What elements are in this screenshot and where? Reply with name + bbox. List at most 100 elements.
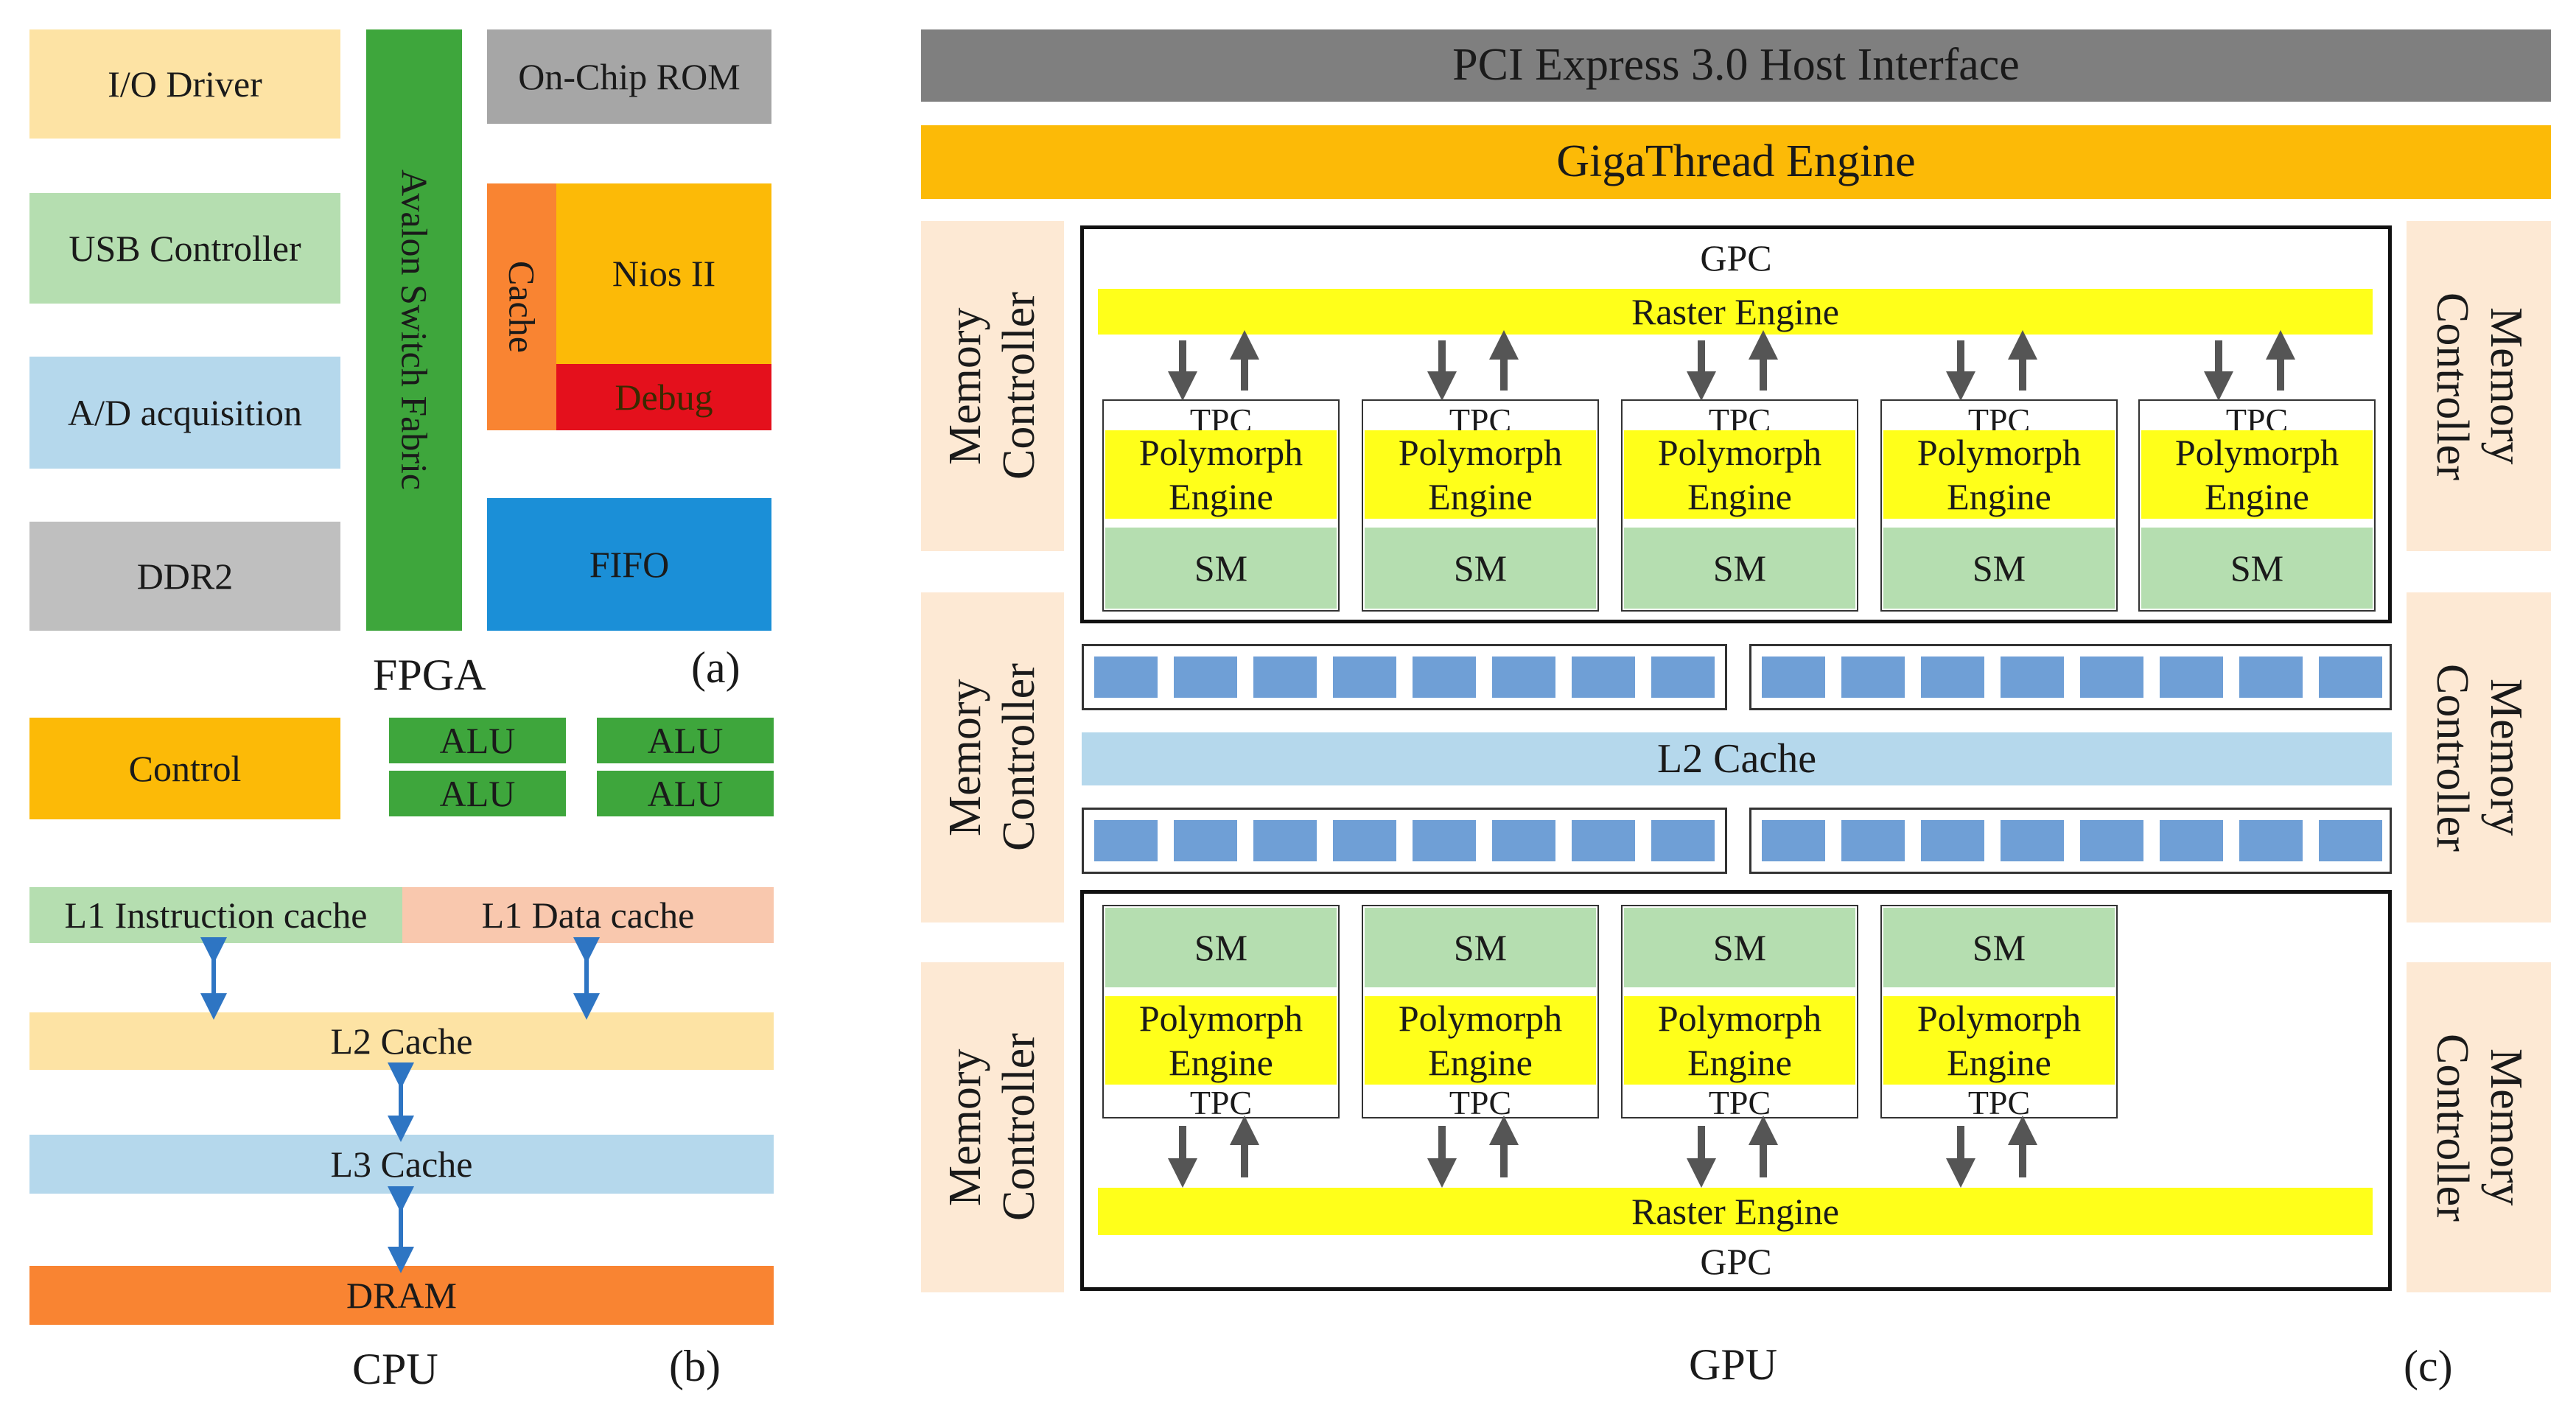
dram-block: DRAM — [29, 1266, 774, 1325]
control-block: Control — [29, 718, 340, 819]
cpu-caption: CPU — [352, 1345, 438, 1393]
on-chip-rom-block: On-Chip ROM — [487, 29, 771, 124]
nios-ii-block: Nios II — [556, 183, 771, 364]
polymorph-engine: Polymorph Engine — [1624, 430, 1855, 519]
gpc-top-label: GPC — [1700, 237, 1772, 279]
cache-slice — [1762, 820, 1825, 861]
cache-block: Cache — [487, 183, 556, 430]
tpc-top-1: TPC Polymorph Engine SM — [1102, 399, 1340, 612]
tpc-top-2: TPC Polymorph Engine SM — [1362, 399, 1599, 612]
ad-acquisition-block: A/D acquisition — [29, 357, 340, 469]
cache-lane-bottom-right — [1749, 808, 2392, 874]
cache-slice — [1333, 657, 1396, 698]
cache-slice — [2239, 820, 2303, 861]
raster-engine-top: Raster Engine — [1098, 289, 2373, 335]
cache-slice — [2319, 657, 2382, 698]
l1-instruction-cache: L1 Instruction cache — [29, 887, 402, 943]
tpc-top-5: TPC Polymorph Engine SM — [2138, 399, 2376, 612]
memory-controller-left-2: Memory Controller — [921, 592, 1064, 922]
sm-block: SM — [1883, 908, 2115, 987]
alu-block-2: ALU — [597, 718, 774, 763]
polymorph-engine: Polymorph Engine — [1624, 996, 1855, 1085]
polymorph-engine: Polymorph Engine — [1883, 430, 2115, 519]
io-driver-block: I/O Driver — [29, 29, 340, 139]
cache-slice — [2160, 820, 2223, 861]
fpga-caption: FPGA — [373, 651, 486, 699]
gigathread-engine-bar: GigaThread Engine — [921, 125, 2551, 199]
sm-block: SM — [2141, 528, 2373, 609]
polymorph-engine: Polymorph Engine — [1105, 430, 1337, 519]
memory-controller-label: Memory Controller — [2427, 663, 2532, 852]
memory-controller-left-1: Memory Controller — [921, 221, 1064, 551]
alu-block-4: ALU — [597, 771, 774, 816]
polymorph-engine: Polymorph Engine — [1883, 996, 2115, 1085]
tpc-bottom-3: SM Polymorph Engine TPC — [1621, 905, 1858, 1121]
sm-block: SM — [1365, 908, 1596, 987]
sm-block: SM — [1105, 528, 1337, 609]
cache-slice — [1921, 657, 1984, 698]
cache-lane-top-right — [1749, 644, 2392, 710]
polymorph-engine: Polymorph Engine — [1105, 996, 1337, 1085]
pci-express-bar: PCI Express 3.0 Host Interface — [921, 29, 2551, 102]
tpc-bottom-2: SM Polymorph Engine TPC — [1362, 905, 1599, 1121]
cpu-tag: (b) — [669, 1342, 721, 1390]
avalon-switch-fabric: Avalon Switch Fabric — [366, 29, 462, 631]
cpu-l3-cache: L3 Cache — [29, 1135, 774, 1194]
cache-slice — [2080, 657, 2143, 698]
sm-block: SM — [1105, 908, 1337, 987]
cache-slice — [2001, 820, 2064, 861]
cpu-l2-cache: L2 Cache — [29, 1012, 774, 1070]
memory-controller-label: Memory Controller — [2427, 1033, 2532, 1222]
cache-slice — [1841, 657, 1905, 698]
l1-data-cache: L1 Data cache — [402, 887, 774, 943]
cache-slice — [1094, 820, 1158, 861]
sm-block: SM — [1883, 528, 2115, 609]
sm-block: SM — [1365, 528, 1596, 609]
memory-controller-right-2: Memory Controller — [2407, 592, 2551, 922]
memory-controller-right-1: Memory Controller — [2407, 221, 2551, 551]
cache-slice — [1253, 657, 1317, 698]
cache-slice — [1492, 820, 1555, 861]
alu-block-3: ALU — [389, 771, 566, 816]
memory-controller-label: Memory Controller — [2427, 292, 2532, 480]
gpu-caption: GPU — [1689, 1340, 1778, 1389]
gpu-l2-cache: L2 Cache — [1082, 732, 2392, 785]
cache-slice — [1333, 820, 1396, 861]
tpc-label: TPC — [1708, 1084, 1771, 1121]
cache-slice — [2001, 657, 2064, 698]
avalon-label: Avalon Switch Fabric — [393, 169, 435, 491]
cache-slice — [1413, 657, 1476, 698]
ddr2-block: DDR2 — [29, 522, 340, 631]
cache-lane-top-left — [1082, 644, 1727, 710]
polymorph-engine: Polymorph Engine — [1365, 996, 1596, 1085]
gpu-tag: (c) — [2404, 1342, 2453, 1390]
debug-block: Debug — [556, 364, 771, 430]
cache-slice — [2080, 820, 2143, 861]
cache-slice — [1572, 820, 1635, 861]
cache-lane-bottom-left — [1082, 808, 1727, 874]
memory-controller-right-3: Memory Controller — [2407, 962, 2551, 1292]
raster-tpc-arrows-bottom — [1168, 1116, 2037, 1188]
cache-slice — [2160, 657, 2223, 698]
cache-slice — [1651, 657, 1715, 698]
tpc-bottom-1: SM Polymorph Engine TPC — [1102, 905, 1340, 1121]
cache-label: Cache — [501, 261, 543, 353]
fpga-tag: (a) — [691, 643, 741, 692]
tpc-bottom-4: SM Polymorph Engine TPC — [1880, 905, 2118, 1121]
cache-slice — [1413, 820, 1476, 861]
cache-slice — [2239, 657, 2303, 698]
tpc-label: TPC — [1967, 1084, 2031, 1121]
cpu-arrows — [200, 937, 600, 1273]
cache-slice — [1174, 657, 1237, 698]
cache-slice — [2319, 820, 2382, 861]
cache-slice — [1762, 657, 1825, 698]
cache-slice — [1253, 820, 1317, 861]
cache-slice — [1921, 820, 1984, 861]
usb-controller-block: USB Controller — [29, 193, 340, 304]
polymorph-engine: Polymorph Engine — [2141, 430, 2373, 519]
fifo-block: FIFO — [487, 498, 771, 631]
sm-block: SM — [1624, 528, 1855, 609]
tpc-label: TPC — [1189, 1084, 1253, 1121]
